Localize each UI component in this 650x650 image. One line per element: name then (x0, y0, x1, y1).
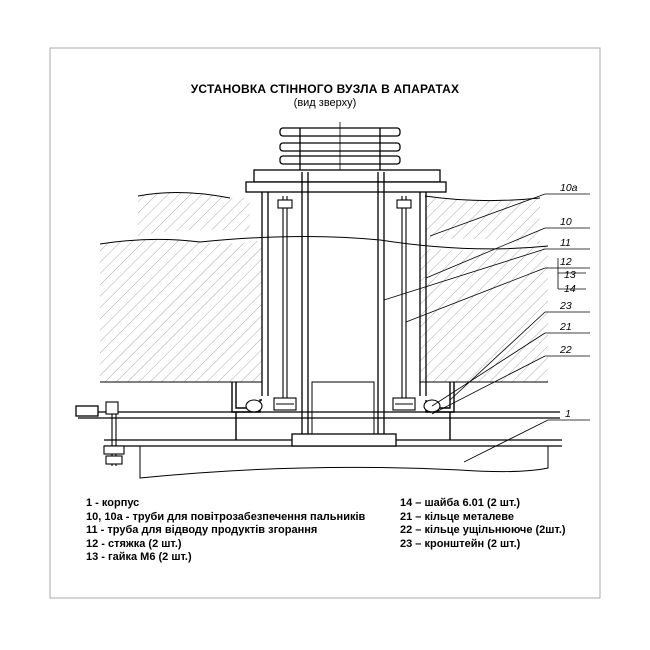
leader-lines (383, 193, 590, 463)
nuts-13 (273, 397, 416, 411)
callout-21: 21 (559, 321, 572, 333)
callout-10: 10 (560, 216, 572, 228)
legend-item: 10, 10а - труби для повітрозабезпечення … (86, 510, 366, 523)
exhaust-tube-11 (301, 172, 385, 441)
callout-23: 23 (559, 300, 572, 312)
callout-13: 13 (564, 269, 576, 281)
callout-1: 1 (565, 408, 571, 420)
legend-item: 22 – кільце ущільнююче (2шт.) (400, 524, 566, 536)
legend-item: 12 - стяжка (2 шт.) (86, 537, 182, 550)
legend-item: 13 - гайка М6 (2 шт.) (86, 551, 192, 563)
callout-11: 11 (560, 237, 571, 249)
legend-left: 1 - корпус 10, 10а - труби для повітроза… (86, 497, 365, 565)
drawing-frame (49, 47, 601, 599)
callout-10a: 10а (560, 182, 578, 194)
terminal-cap (245, 122, 447, 193)
legend-item: 21 – кільце металеве (400, 510, 515, 523)
air-tube-10 (261, 192, 427, 396)
wall-break-line-mid (99, 235, 549, 250)
legend-item: 1 - корпус (86, 497, 140, 509)
wall-layer-main-left (100, 239, 262, 382)
drawing-title: УСТАНОВКА СТІННОГО ВУЗЛА В АПАРАТАХ (190, 82, 460, 96)
legend-item: 11 - труба для відводу продуктів згоранн… (86, 524, 318, 536)
wall-break-line-top (137, 191, 541, 202)
tie-rods-12 (277, 196, 412, 410)
housing-1 (75, 405, 562, 479)
drawing-subtitle: (вид зверху) (293, 97, 357, 109)
legend-item: 14 – шайба 6.01 (2 шт.) (400, 497, 521, 509)
callout-22: 22 (559, 344, 572, 356)
callout-14: 14 (564, 283, 576, 295)
callout-12: 12 (560, 256, 572, 268)
wall-layer-outer (138, 192, 250, 236)
mounting-bolt (103, 401, 125, 466)
wall-layer-outer-right (425, 196, 540, 244)
legend-item: 23 – кронштейн (2 шт.) (400, 537, 521, 550)
legend-right: 14 – шайба 6.01 (2 шт.) 21 – кільце мета… (400, 497, 566, 551)
wall-layer-main-right (420, 246, 548, 382)
